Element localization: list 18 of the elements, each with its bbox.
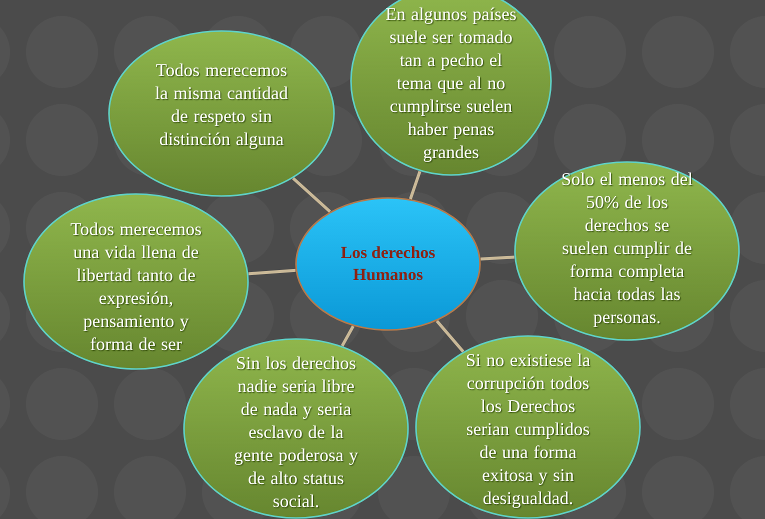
connector-line [340,325,355,347]
connector-line [436,320,464,353]
connector-line [408,170,422,200]
connector-line [248,268,296,276]
idea-ellipse [415,335,641,519]
topic-ellipse [295,197,481,331]
idea-text: Solo el menos del 50% de los derechos se suelen cumplir de forma completa hacia todas las personas. [560,168,694,328]
idea-ellipse [108,30,335,197]
connector-line [292,177,331,213]
connector-line [480,256,514,260]
idea-text: Todos merecemos una vida llena de libertad tanto de expresión, pensamiento y forma de ser [69,218,203,356]
idea-text: En algunos países suele ser tomado tan a pecho el tema que al no cumplirse suelen haber penas grandes [384,2,518,164]
idea-ellipse [183,338,409,519]
idea-text: Sin los derechos nadie seria libre de nada y seria esclavo de la gente poderosa y de alto status social. [233,352,359,513]
topic-text: Los derechos Humanos [340,242,436,286]
idea-text: Si no existiese la corrupción todos los Derechos serian cumplidos de una forma exitosa y sin desigualdad. [464,348,592,510]
idea-text: Todos merecemos la misma cantidad de respeto sin distinción alguna [154,58,289,150]
idea-ellipse [514,161,740,341]
